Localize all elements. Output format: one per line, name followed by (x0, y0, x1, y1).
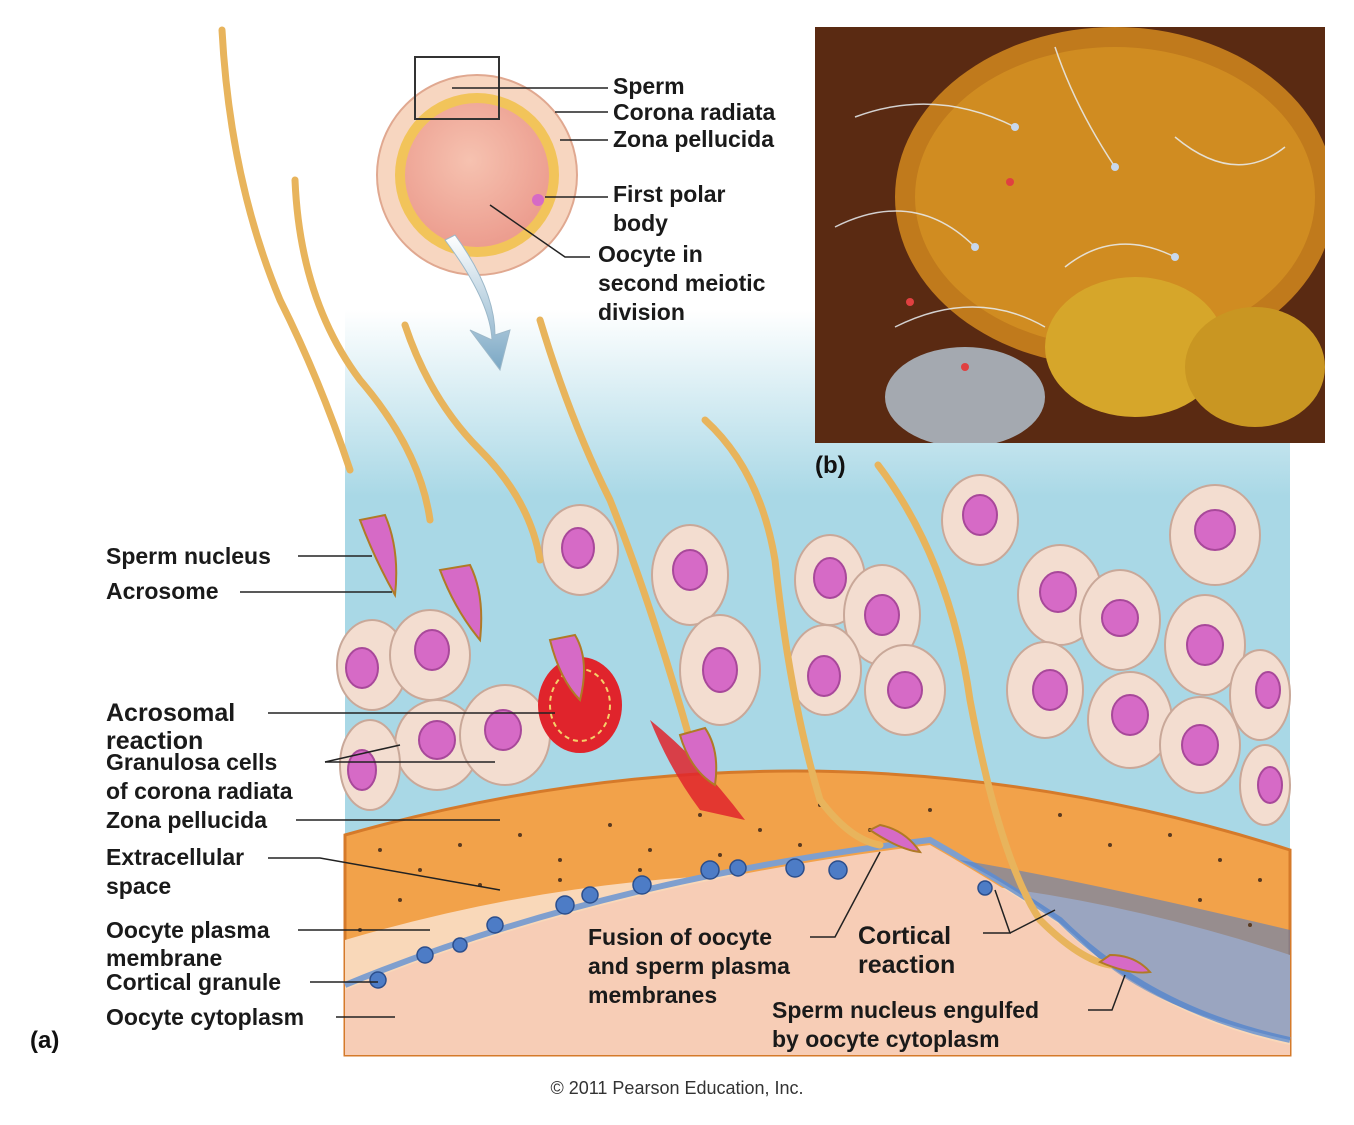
label-cortical-granule: Cortical granule (106, 968, 281, 997)
label-corona-radiata: Corona radiata (613, 98, 775, 127)
label-zona-pellucida: Zona pellucida (106, 806, 267, 835)
label-sperm-nucleus-engulfed: Sperm nucleus engulfed by oocyte cytopla… (772, 996, 1039, 1054)
label-oocyte-cytoplasm: Oocyte cytoplasm (106, 1003, 304, 1032)
label-sperm-nucleus: Sperm nucleus (106, 542, 271, 571)
sem-photo (815, 27, 1325, 443)
label-sperm: Sperm (613, 72, 685, 101)
label-first-polar-body: First polar body (613, 180, 725, 238)
label-extracellular-space: Extracellular space (106, 843, 244, 901)
label-fusion-membranes: Fusion of oocyte and sperm plasma membra… (588, 923, 790, 1010)
label-acrosomal-reaction: Acrosomal reaction (106, 699, 235, 755)
label-acrosome: Acrosome (106, 577, 218, 606)
label-oocyte-second-meiotic: Oocyte in second meiotic division (598, 240, 765, 327)
label-cortical-reaction: Cortical reaction (858, 922, 955, 980)
panel-a-tag: (a) (30, 1027, 59, 1055)
label-granulosa-cells: Granulosa cells of corona radiata (106, 748, 293, 806)
copyright: © 2011 Pearson Education, Inc. (0, 1078, 1354, 1099)
panel-b-tag: (b) (815, 452, 846, 480)
label-zona-pellucida-top: Zona pellucida (613, 125, 774, 154)
sem-photo-art (815, 27, 1325, 443)
label-oocyte-plasma-membrane: Oocyte plasma membrane (106, 916, 270, 972)
